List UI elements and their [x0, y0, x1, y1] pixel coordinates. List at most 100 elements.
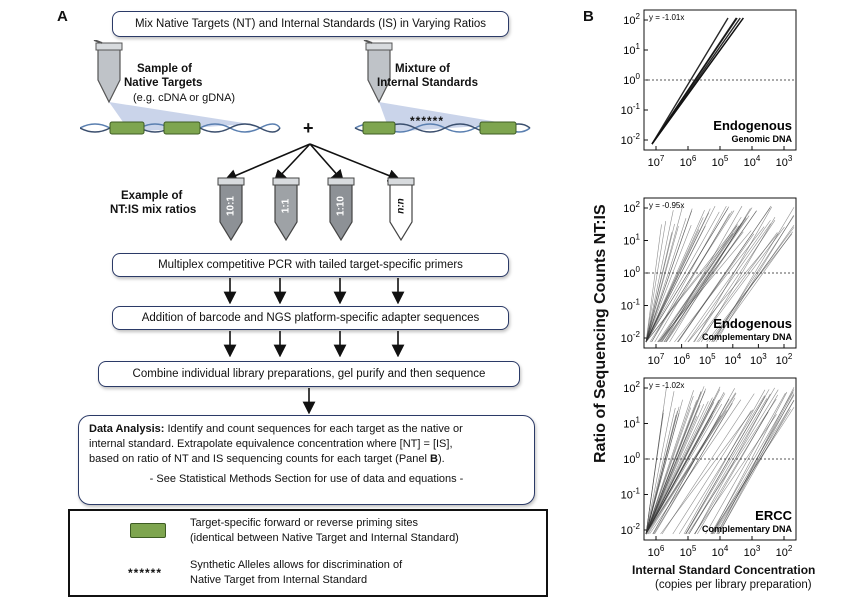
- x-tick-label: 103: [776, 154, 793, 169]
- step-mix-text: Mix Native Targets (NT) and Internal Sta…: [134, 18, 487, 30]
- sample-sub: (e.g. cDNA or gDNA): [133, 92, 236, 104]
- regression-line: [654, 213, 730, 343]
- regression-line: [712, 394, 795, 535]
- x-tick-label: 104: [744, 154, 761, 169]
- regression-line: [712, 399, 795, 535]
- regression-line: [645, 206, 716, 343]
- step-pcr-box: Multiplex competitive PCR with tailed ta…: [112, 253, 509, 277]
- regression-line: [645, 210, 674, 343]
- x-tick-label: 105: [699, 352, 716, 367]
- regression-line: [705, 393, 786, 535]
- regression-line: [645, 224, 662, 343]
- subplot-title: Endogenous: [713, 316, 792, 331]
- x-tick-label: 103: [750, 352, 767, 367]
- x-tick-label: 106: [673, 352, 690, 367]
- regression-line: [696, 232, 778, 343]
- regression-line: [645, 414, 677, 535]
- regression-line: [645, 224, 692, 343]
- native-dna-icon: [80, 121, 281, 135]
- x-tick-label: 106: [680, 154, 697, 169]
- subplot-subtitle: Genomic DNA: [731, 134, 792, 144]
- analysis-note: - See Statistical Methods Section for us…: [149, 473, 464, 485]
- regression-line: [698, 226, 785, 343]
- regression-line: [651, 17, 744, 145]
- synthetic-allele-asterisks: ******: [410, 114, 445, 128]
- analysis-label: Data Analysis:: [89, 423, 165, 435]
- regression-line: [718, 400, 795, 535]
- example-label-2: NT:IS mix ratios: [110, 204, 197, 216]
- regression-line: [687, 398, 777, 535]
- regression-line: [645, 412, 664, 535]
- y-tick-label: 10-1: [621, 487, 641, 502]
- regression-line: [645, 208, 729, 343]
- y-tick-label: 100: [623, 72, 640, 87]
- regression-line: [694, 414, 777, 535]
- regression-line: [651, 17, 729, 145]
- regression-line: [685, 398, 768, 535]
- regression-line: [672, 410, 752, 535]
- y-tick-label: 100: [623, 451, 640, 466]
- analysis-text-4: ).: [437, 453, 445, 465]
- analysis-panel-ref: B: [430, 453, 438, 465]
- regression-line: [685, 396, 766, 535]
- analysis-text-2: internal standard. Extrapolate equivalen…: [89, 438, 453, 450]
- regression-line: [688, 389, 779, 535]
- step-pcr-text: Multiplex competitive PCR with tailed ta…: [158, 259, 463, 271]
- regression-line: [678, 395, 765, 535]
- regression-line: [645, 410, 727, 535]
- ratio-tube-1: 10:1: [217, 177, 245, 242]
- mixture-tube-icon: [363, 40, 393, 104]
- standard-dna-icon: [354, 121, 531, 135]
- combine-arrow: [302, 388, 316, 414]
- regression-line: [645, 208, 693, 343]
- regression-line: [709, 227, 795, 343]
- y-tick-label: 10-1: [621, 102, 641, 117]
- x-tick-label: 104: [712, 544, 729, 559]
- regression-line: [697, 394, 778, 535]
- step-barcode-text: Addition of barcode and NGS platform-spe…: [141, 312, 480, 324]
- regression-line: [645, 218, 687, 343]
- pcr-arrows: [223, 278, 405, 304]
- regression-line: [713, 207, 795, 343]
- y-tick-label: 102: [623, 380, 640, 395]
- regression-line: [710, 407, 795, 535]
- regression-line: [717, 387, 795, 535]
- ratio-tube-4: n:n: [387, 177, 415, 242]
- regression-line: [645, 211, 720, 343]
- y-tick-label: 101: [623, 42, 640, 57]
- ratio-tube-2: 1:1: [272, 177, 300, 242]
- regression-line: [645, 388, 707, 535]
- regression-line: [713, 231, 793, 343]
- x-tick-label: 105: [712, 154, 729, 169]
- x-tick-label: 103: [744, 544, 761, 559]
- sample-title-2: Native Targets: [124, 77, 203, 89]
- regression-line: [677, 207, 771, 343]
- regression-line: [651, 205, 727, 343]
- legend-item2-line1: Synthetic Alleles allows for discriminat…: [190, 559, 403, 571]
- regression-line: [645, 226, 679, 343]
- equation-label: y = -1.02x: [649, 381, 684, 390]
- regression-line: [645, 401, 709, 535]
- regression-line: [645, 403, 705, 535]
- regression-line: [645, 220, 667, 343]
- step-combine-box: Combine individual library preparations,…: [98, 361, 520, 387]
- regression-line: [645, 391, 702, 535]
- y-tick-label: 10-1: [621, 298, 641, 313]
- tube-ratio-label: 1:10: [336, 196, 347, 216]
- barcode-arrows: [223, 331, 405, 357]
- step-barcode-box: Addition of barcode and NGS platform-spe…: [112, 306, 509, 330]
- regression-line: [645, 223, 675, 343]
- regression-line: [645, 399, 714, 535]
- regression-line: [645, 403, 723, 535]
- ratio-tubes: 10:1 1:1 1:10 n:n: [200, 172, 440, 242]
- regression-line: [645, 396, 694, 535]
- subplot-title: Endogenous: [713, 118, 792, 133]
- sample-mixture-illustration: [80, 40, 531, 135]
- mixture-title-1: Mixture of: [395, 63, 450, 75]
- y-tick-label: 102: [623, 12, 640, 27]
- y-tick-label: 10-2: [621, 132, 641, 147]
